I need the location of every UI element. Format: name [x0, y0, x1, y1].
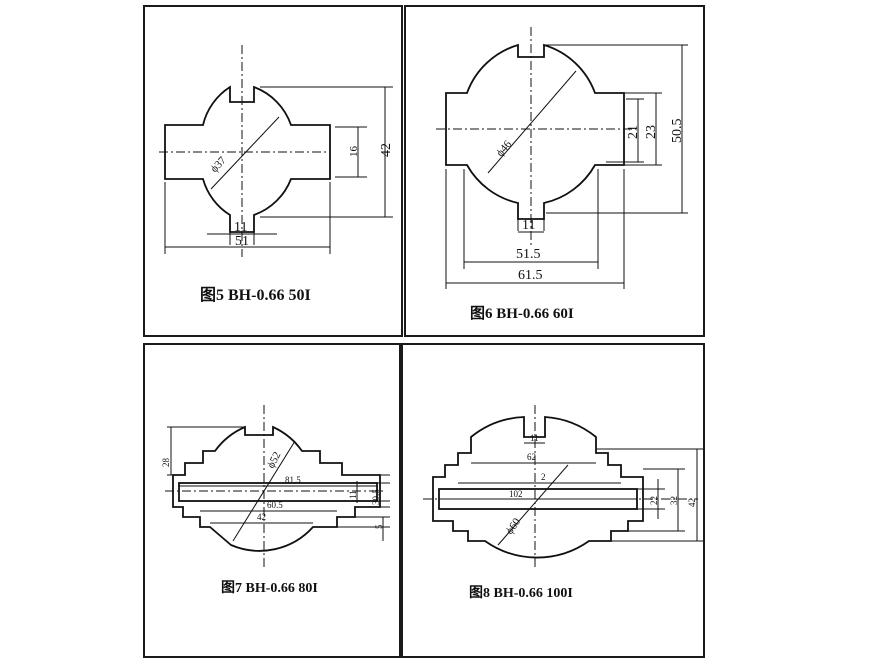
fig5-width-label: 51 [235, 234, 249, 249]
fig6-mid-label: 23 [644, 125, 659, 139]
fig7-top-h-label: 28 [161, 458, 171, 468]
figure-7-drawing: ϕ52 28 81.5 60.5 42 11 30.5 5 图7 BH-0.66… [161, 405, 390, 596]
fig6-notch-label: 11 [522, 218, 535, 233]
fig7-w1-label: 81.5 [285, 475, 301, 485]
fig8-caption: 图8 BH-0.66 100I [469, 585, 573, 601]
fig8-h1-label: 22 [649, 496, 659, 505]
figure-6-drawing: ϕ46 21 23 50.5 11 51.5 61.5 图6 BH-0.66 6… [436, 27, 688, 322]
fig5-slot-label: 16 [348, 146, 360, 158]
fig8-h2-label: 32 [669, 496, 679, 505]
fig7-inner-bar [178, 482, 378, 502]
fig7-diameter-label: ϕ52 [265, 450, 283, 470]
fig5-notch-label: 11 [234, 220, 247, 235]
fig7-w2-label: 60.5 [267, 500, 283, 510]
fig6-outline [445, 43, 625, 220]
fig6-width-label: 61.5 [518, 268, 543, 283]
fig5-diameter-label: ϕ37 [208, 154, 229, 175]
fig7-bus-h-label: 11 [348, 490, 358, 499]
fig8-w2-label: 2 [541, 472, 546, 482]
fig7-h2-label: 30.5 [371, 489, 381, 505]
fig7-diameter-leader [232, 440, 296, 542]
fig5-caption: 图5 BH-0.66 50I [200, 286, 311, 304]
fig8-w3-label: 102 [509, 489, 523, 499]
fig8-diameter-leader [497, 464, 569, 546]
figure-7-panel: ϕ52 28 81.5 60.5 42 11 30.5 5 图7 BH-0.66… [143, 343, 401, 658]
figure-5-panel: ϕ37 42 16 11 51 图5 BH-0.66 50I [143, 5, 403, 337]
fig6-inner-w-label: 51.5 [516, 247, 541, 262]
fig6-diameter-leader [487, 70, 577, 174]
fig8-outline [432, 416, 644, 559]
fig7-w3-label: 42 [257, 512, 266, 522]
fig5-height-label: 42 [379, 143, 394, 157]
fig8-h3-label: 42 [687, 498, 697, 507]
fig6-inner-label: 21 [626, 125, 641, 139]
fig7-outline [172, 425, 381, 552]
fig8-w1-label: 62 [527, 452, 536, 462]
fig6-caption: 图6 BH-0.66 60I [470, 305, 574, 322]
fig8-notch-label: 11 [530, 433, 539, 443]
fig5-outline [164, 85, 331, 233]
figure-6-panel: ϕ46 21 23 50.5 11 51.5 61.5 图6 BH-0.66 6… [404, 5, 705, 337]
figure-5-drawing: ϕ37 42 16 11 51 图5 BH-0.66 50I [159, 45, 394, 304]
fig6-diameter-label: ϕ46 [494, 138, 514, 159]
figure-8-drawing: ϕ60 11 62 2 102 22 32 42 图8 BH-0.66 100I [423, 405, 703, 601]
fig5-diameter-leader [210, 116, 280, 190]
fig7-caption: 图7 BH-0.66 80I [221, 580, 318, 596]
fig7-bot-h-label: 5 [374, 524, 384, 529]
figure-8-panel: ϕ60 11 62 2 102 22 32 42 图8 BH-0.66 100I [401, 343, 705, 658]
fig6-height-label: 50.5 [670, 119, 685, 144]
